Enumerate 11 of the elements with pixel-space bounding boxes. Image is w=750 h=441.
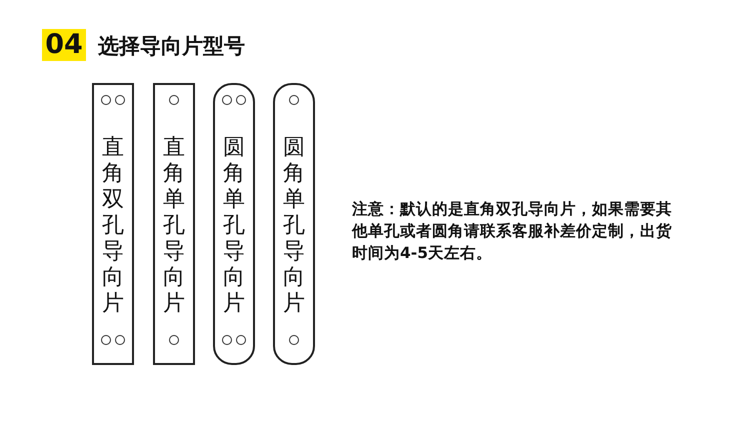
guide-strip [153, 83, 195, 365]
strip-label: 直角单孔导向片 [162, 135, 186, 317]
guide-strip [92, 83, 134, 365]
strip-label: 圆角单孔导向片 [282, 135, 306, 317]
strip-label: 直角双孔导向片 [101, 135, 125, 317]
title: 选择导向片型号 [98, 33, 245, 60]
guide-strip [273, 83, 315, 365]
strip-label: 圆角单孔导向片 [222, 135, 246, 317]
section-number: 04 [42, 29, 86, 61]
note-text: 注意：默认的是直角双孔导向片，如果需要其他单孔或者圆角请联系客服补差价定制，出货时间为4-5天左右。 [352, 199, 672, 264]
guide-strip [213, 83, 255, 365]
